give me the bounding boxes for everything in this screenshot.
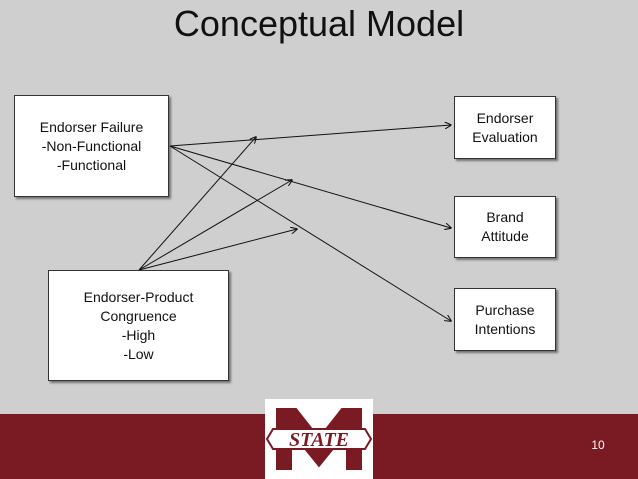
box-line: Endorser-Product (83, 288, 194, 305)
slide-title: Conceptual Model (173, 3, 465, 44)
box-line: -Functional (56, 156, 127, 173)
endorser-failure-box: Endorser Failure -Non-Functional -Functi… (14, 95, 169, 197)
box-line: Attitude (481, 228, 529, 244)
purchase-intentions-box: Purchase Intentions (454, 288, 556, 351)
box-line: Endorser (476, 109, 534, 126)
arrow-congruence-to-arrow3 (138, 229, 297, 271)
box-line: -Non-Functional (41, 137, 142, 154)
arrow-failure-to-evaluation (169, 125, 451, 147)
box-line: Intentions (474, 320, 536, 337)
box-line: Congruence (100, 307, 177, 324)
box-line: -Low (123, 345, 154, 362)
msu-state-logo: STATE (265, 399, 373, 479)
arrow-failure-to-brand (169, 145, 451, 228)
box-line: Evaluation (472, 128, 538, 145)
brand-attitude-box: Brand Attitude (454, 196, 556, 258)
box-line: Brand (486, 209, 524, 225)
box-line: -High (121, 326, 156, 343)
box-line: Purchase (475, 301, 535, 318)
endorser-product-congruence-box: Endorser-Product Congruence -High -Low (48, 270, 229, 381)
endorser-evaluation-box: Endorser Evaluation (454, 96, 556, 159)
logo-state-text: STATE (289, 429, 349, 451)
page-number: 10 (591, 438, 605, 452)
logo-graphic: STATE (265, 406, 373, 472)
box-line: Endorser Failure (39, 118, 144, 135)
